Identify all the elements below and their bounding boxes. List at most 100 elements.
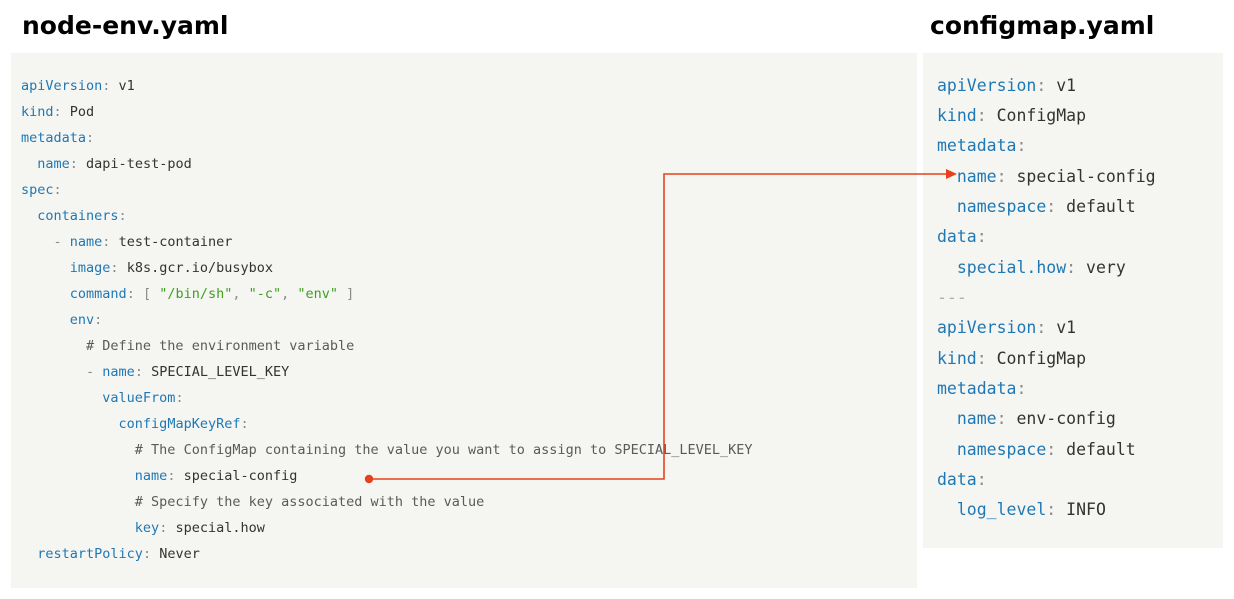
code-line: metadata: — [937, 131, 1026, 161]
code-line: valueFrom: — [21, 385, 183, 411]
code-line: spec: — [21, 177, 62, 203]
indent — [937, 409, 957, 428]
yaml-colon: : [ — [126, 286, 160, 302]
code-line-configmap-ref: name: special-config — [21, 463, 298, 489]
yaml-key: name — [956, 167, 997, 186]
yaml-value: default — [1056, 197, 1136, 216]
code-line: metadata: — [937, 374, 1026, 404]
yaml-comment: # The ConfigMap containing the value you… — [134, 442, 753, 458]
node-env-code-block: apiVersion: v1 kind: Pod metadata: name:… — [11, 53, 917, 588]
code-line: env: — [21, 307, 103, 333]
code-line: # Specify the key associated with the va… — [21, 489, 485, 515]
yaml-key: key — [134, 520, 160, 536]
yaml-key: name — [69, 234, 103, 250]
yaml-colon: : — [167, 468, 176, 484]
indent — [21, 234, 54, 250]
yaml-string: "env" — [297, 286, 339, 302]
yaml-colon: : — [53, 104, 62, 120]
code-line: kind: Pod — [21, 99, 94, 125]
indent — [937, 440, 957, 459]
yaml-colon: : — [1046, 440, 1057, 459]
yaml-colon: : — [996, 409, 1007, 428]
yaml-string: "-c" — [248, 286, 282, 302]
code-line: # The ConfigMap containing the value you… — [21, 437, 753, 463]
indent — [21, 208, 37, 224]
code-line: metadata: — [21, 125, 94, 151]
code-line: restartPolicy: Never — [21, 541, 200, 567]
document-separator: --- — [937, 283, 967, 313]
code-line: data: — [937, 222, 987, 252]
yaml-value: ConfigMap — [986, 106, 1087, 125]
code-line: name: env-config — [937, 404, 1116, 434]
yaml-colon: : — [94, 312, 103, 328]
code-line: namespace: default — [937, 192, 1136, 222]
yaml-colon: : — [102, 234, 111, 250]
code-line: - name: SPECIAL_LEVEL_KEY — [21, 359, 289, 385]
yaml-colon: : — [159, 520, 168, 536]
yaml-colon: : — [102, 78, 111, 94]
code-line: image: k8s.gcr.io/busybox — [21, 255, 273, 281]
yaml-comma: , — [232, 286, 249, 302]
indent — [937, 258, 957, 277]
indent — [21, 494, 135, 510]
yaml-bracket: ] — [338, 286, 355, 302]
yaml-comment: # Specify the key associated with the va… — [134, 494, 485, 510]
yaml-comment: # Define the environment variable — [86, 338, 355, 354]
indent — [937, 197, 957, 216]
yaml-key: namespace — [956, 197, 1047, 216]
yaml-colon: : — [1036, 76, 1047, 95]
yaml-key: restartPolicy — [37, 546, 143, 562]
yaml-value: special.how — [167, 520, 265, 536]
yaml-colon: : — [976, 227, 987, 246]
indent — [21, 468, 135, 484]
yaml-key: namespace — [956, 440, 1047, 459]
indent — [21, 442, 135, 458]
yaml-key: spec — [21, 182, 54, 198]
code-line: apiVersion: v1 — [21, 73, 135, 99]
indent — [21, 390, 102, 406]
yaml-key: env — [69, 312, 95, 328]
configmap-code-block: apiVersion: v1 kind: ConfigMap metadata:… — [923, 53, 1223, 548]
yaml-value: Never — [151, 546, 200, 562]
code-line: kind: ConfigMap — [937, 344, 1086, 374]
yaml-colon: : — [1046, 500, 1057, 519]
yaml-value: k8s.gcr.io/busybox — [118, 260, 273, 276]
indent — [21, 364, 86, 380]
yaml-value: default — [1056, 440, 1136, 459]
yaml-key: image — [69, 260, 111, 276]
node-env-file-title: node-env.yaml — [22, 11, 229, 40]
indent — [21, 546, 37, 562]
indent — [21, 520, 135, 536]
code-line: name: dapi-test-pod — [21, 151, 192, 177]
yaml-key: name — [956, 409, 997, 428]
configmap-file-title: configmap.yaml — [930, 11, 1155, 40]
yaml-colon: : — [134, 364, 143, 380]
yaml-value: SPECIAL_LEVEL_KEY — [142, 364, 290, 380]
yaml-key: configMapKeyRef — [118, 416, 241, 432]
yaml-value: env-config — [1006, 409, 1116, 428]
code-line: apiVersion: v1 — [937, 313, 1076, 343]
yaml-key: name — [134, 468, 168, 484]
yaml-colon: : — [69, 156, 78, 172]
code-line: - name: test-container — [21, 229, 233, 255]
yaml-colon: : — [110, 260, 119, 276]
yaml-key: metadata — [21, 130, 87, 146]
yaml-value: special-config — [175, 468, 298, 484]
yaml-colon: : — [996, 167, 1007, 186]
code-line: namespace: default — [937, 435, 1136, 465]
yaml-colon: : — [976, 470, 987, 489]
yaml-key: containers — [37, 208, 119, 224]
yaml-key: command — [69, 286, 127, 302]
yaml-value: very — [1076, 258, 1126, 277]
yaml-key: data — [937, 470, 977, 489]
yaml-key: kind — [937, 349, 977, 368]
yaml-key: log_level — [956, 500, 1047, 519]
indent — [21, 156, 37, 172]
indent — [21, 416, 119, 432]
yaml-value: dapi-test-pod — [77, 156, 192, 172]
code-line: # Define the environment variable — [21, 333, 354, 359]
yaml-key: name — [37, 156, 70, 172]
yaml-colon: : — [976, 349, 987, 368]
yaml-comma: , — [281, 286, 298, 302]
list-dash: - — [53, 234, 70, 250]
